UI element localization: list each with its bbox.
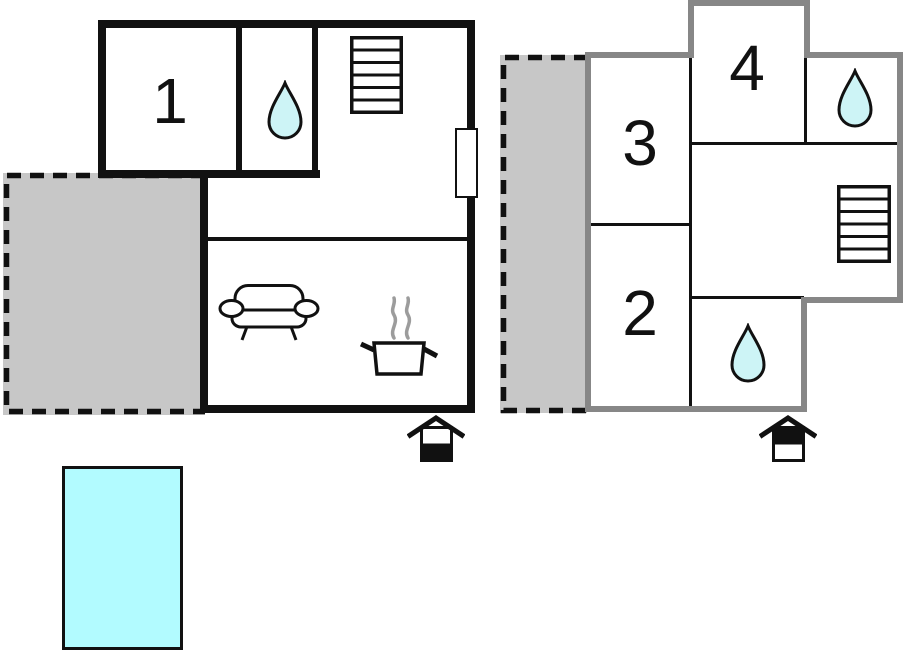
water-drop-icon xyxy=(730,323,766,383)
wall-right-building-top-right xyxy=(804,52,903,58)
wall-left-building-right xyxy=(467,20,475,413)
wall-left-building-bottom xyxy=(200,405,475,413)
entrance-icon xyxy=(759,415,817,462)
window-icon xyxy=(455,128,478,198)
entrance-icon xyxy=(407,415,465,462)
terrace-dashed-border xyxy=(500,54,588,414)
wall-bathroom-right xyxy=(312,20,318,178)
terrace-fill xyxy=(3,173,205,415)
wall-left-building-top xyxy=(98,20,475,28)
wall-livingroom-divider xyxy=(204,237,471,241)
wall-right-building-right xyxy=(897,52,903,303)
room-label-2: 2 xyxy=(622,277,658,349)
wall-room4-bath-divider xyxy=(804,58,807,142)
wall-right-building-bottom xyxy=(585,406,807,412)
terrace-area-left xyxy=(3,172,205,415)
water-drop-icon xyxy=(267,80,303,140)
wall-room4-left xyxy=(688,0,694,58)
terrace-fill xyxy=(500,55,587,413)
wall-left-building-left-lower xyxy=(200,170,208,413)
cooking-pot-icon xyxy=(359,296,439,376)
wall-room1-bottom xyxy=(98,170,320,178)
wall-room1-bathroom-divider xyxy=(236,20,242,178)
sofa-icon xyxy=(218,284,320,341)
wall-above-lower-bath xyxy=(691,296,804,299)
wall-room4-right xyxy=(804,0,810,58)
wall-right-building-left xyxy=(585,52,591,412)
wall-right-building-top-left xyxy=(585,52,691,58)
room-label-1: 1 xyxy=(152,65,188,137)
wall-left-building-left-upper xyxy=(98,20,106,178)
terrace-area-right xyxy=(500,54,588,414)
room-label-3: 3 xyxy=(622,107,658,179)
wall-central-vertical xyxy=(689,58,692,406)
wall-notch-left xyxy=(801,297,807,412)
wall-notch-top xyxy=(801,297,903,303)
wall-room3-room2-divider xyxy=(588,223,691,226)
wall-room4-top xyxy=(688,0,810,6)
staircase-icon xyxy=(837,185,891,263)
room-label-4: 4 xyxy=(729,32,765,104)
water-drop-icon xyxy=(837,68,873,128)
swimming-pool xyxy=(62,466,183,650)
staircase-icon xyxy=(350,36,403,114)
wall-below-room4 xyxy=(691,142,903,145)
